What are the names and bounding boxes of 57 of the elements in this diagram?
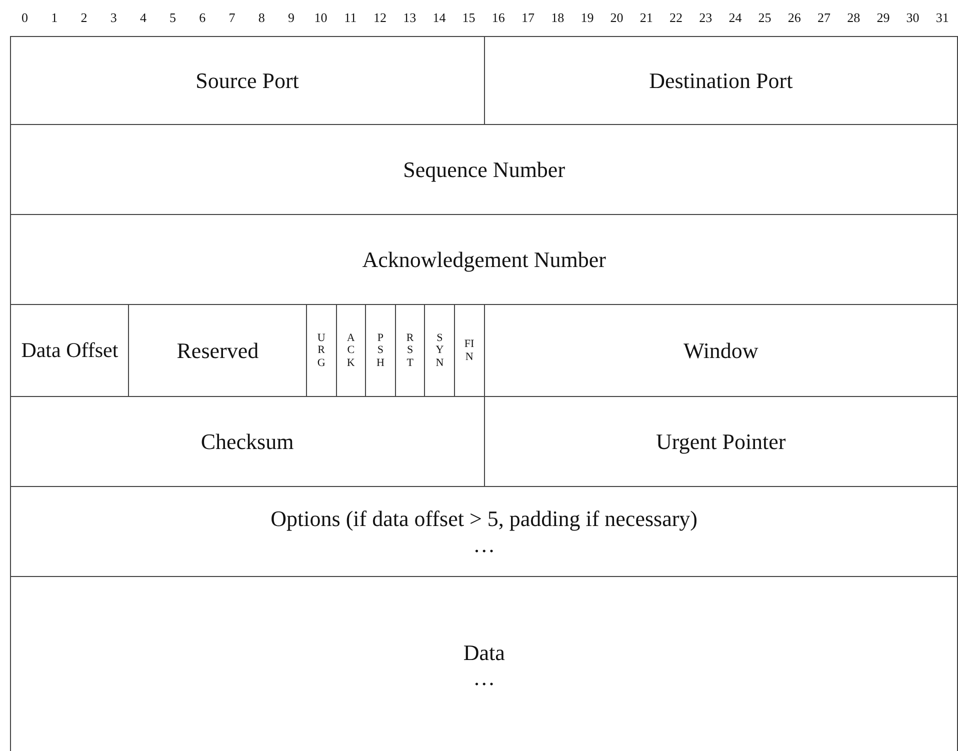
bit-number: 1: [50, 10, 59, 26]
header-field: [10, 576, 958, 751]
field-label: Checksum: [200, 428, 294, 454]
bit-number: 2: [80, 10, 88, 26]
field-label: Sequence Number: [403, 156, 566, 182]
field-label: RST: [405, 332, 415, 369]
header-field: [10, 486, 958, 577]
bit-number: 28: [846, 10, 862, 26]
field-label: ACK: [346, 332, 356, 369]
bit-number: 16: [490, 10, 506, 26]
bit-number: 5: [168, 10, 178, 26]
field-label: PSH: [376, 332, 386, 369]
bit-number: 31: [934, 10, 950, 26]
field-label: Acknowledgement Number: [362, 246, 606, 272]
bit-number: 14: [432, 10, 447, 26]
bit-number: 30: [905, 10, 920, 26]
bit-number: 6: [198, 10, 207, 26]
field-label: URG: [316, 332, 326, 369]
field-label: Options (if data offset > 5, padding if necessary): [270, 506, 698, 532]
bit-number: 18: [550, 10, 566, 26]
field-label: FIN: [464, 338, 475, 363]
bit-number: 23: [698, 10, 714, 26]
bit-number: 4: [138, 10, 148, 26]
ellipsis: …: [473, 665, 496, 690]
bit-number: 20: [609, 10, 624, 26]
bit-number: 10: [313, 10, 328, 26]
bit-number: 22: [668, 10, 684, 26]
bit-number: 17: [520, 10, 536, 26]
bit-number: 13: [402, 10, 418, 26]
bit-number: 0: [20, 10, 30, 26]
bit-number: 21: [638, 10, 654, 26]
bit-number: 19: [580, 10, 595, 26]
field-label: SYN: [434, 332, 445, 369]
header-field: [484, 36, 958, 125]
field-label: Source Port: [196, 68, 299, 94]
header-field: [10, 124, 958, 215]
field-label: Window: [683, 338, 758, 364]
bit-number: 27: [816, 10, 832, 26]
bit-number: 8: [257, 10, 266, 26]
bit-number: 15: [461, 10, 476, 26]
header-field: [10, 214, 958, 305]
bit-number: 11: [343, 10, 358, 26]
header-field: [10, 36, 485, 125]
bit-number: 7: [228, 10, 236, 26]
bit-number: 9: [286, 10, 296, 26]
field-label: Urgent Pointer: [656, 428, 786, 454]
bit-number: 25: [757, 10, 772, 26]
field-label: Data: [463, 640, 505, 665]
field-label: Destination Port: [649, 68, 793, 94]
bit-number: 3: [109, 10, 118, 26]
bit-number: 12: [372, 10, 388, 26]
field-label: Data Offset: [21, 338, 118, 363]
field-label: Reserved: [176, 338, 259, 364]
bit-number: 24: [728, 10, 743, 26]
bit-number: 29: [876, 10, 891, 26]
bit-number: 26: [786, 10, 802, 26]
ellipsis: …: [473, 532, 496, 557]
